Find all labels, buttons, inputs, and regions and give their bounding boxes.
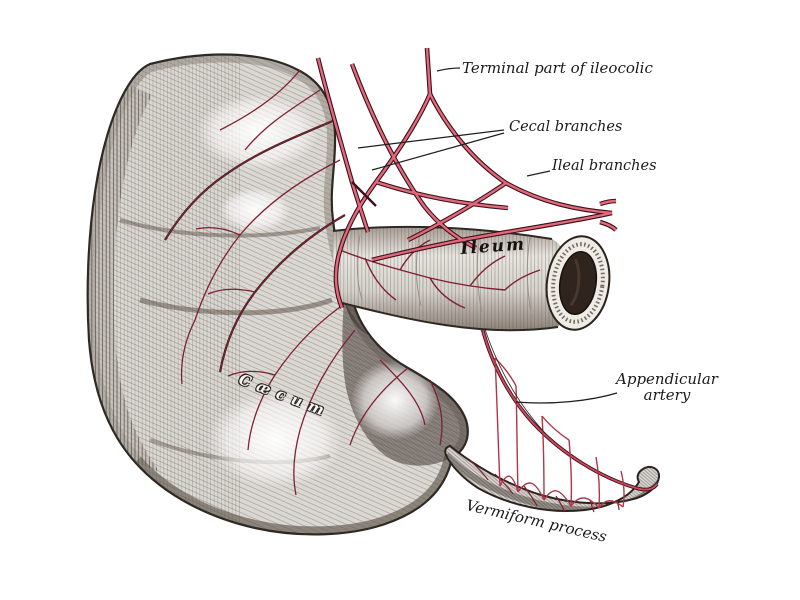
mesoappendix-arcade-drawing — [477, 313, 659, 509]
label-ileal-branches: Ileal branches — [552, 158, 657, 174]
label-appendicular-line2: artery — [643, 385, 691, 404]
label-appendicular-line1: Appendicular — [616, 370, 718, 388]
ileum-cut-end — [545, 235, 611, 331]
cecal-surface-vessels — [164, 69, 443, 496]
appendix-ring-vessels — [469, 459, 620, 513]
leader-lines — [357, 67, 618, 404]
leader-cecal-2 — [371, 132, 505, 171]
leader-ileal — [526, 170, 551, 177]
leader-appendicular — [515, 392, 618, 404]
ileocolic-artery-tree-drawing — [315, 47, 618, 309]
label-terminal-ileocolic: Terminal part of ileocolic — [462, 59, 653, 77]
leader-terminal-ileocolic — [436, 67, 461, 72]
label-cecal-branches: Cecal branches — [509, 119, 623, 135]
leader-cecal-1 — [357, 129, 505, 149]
